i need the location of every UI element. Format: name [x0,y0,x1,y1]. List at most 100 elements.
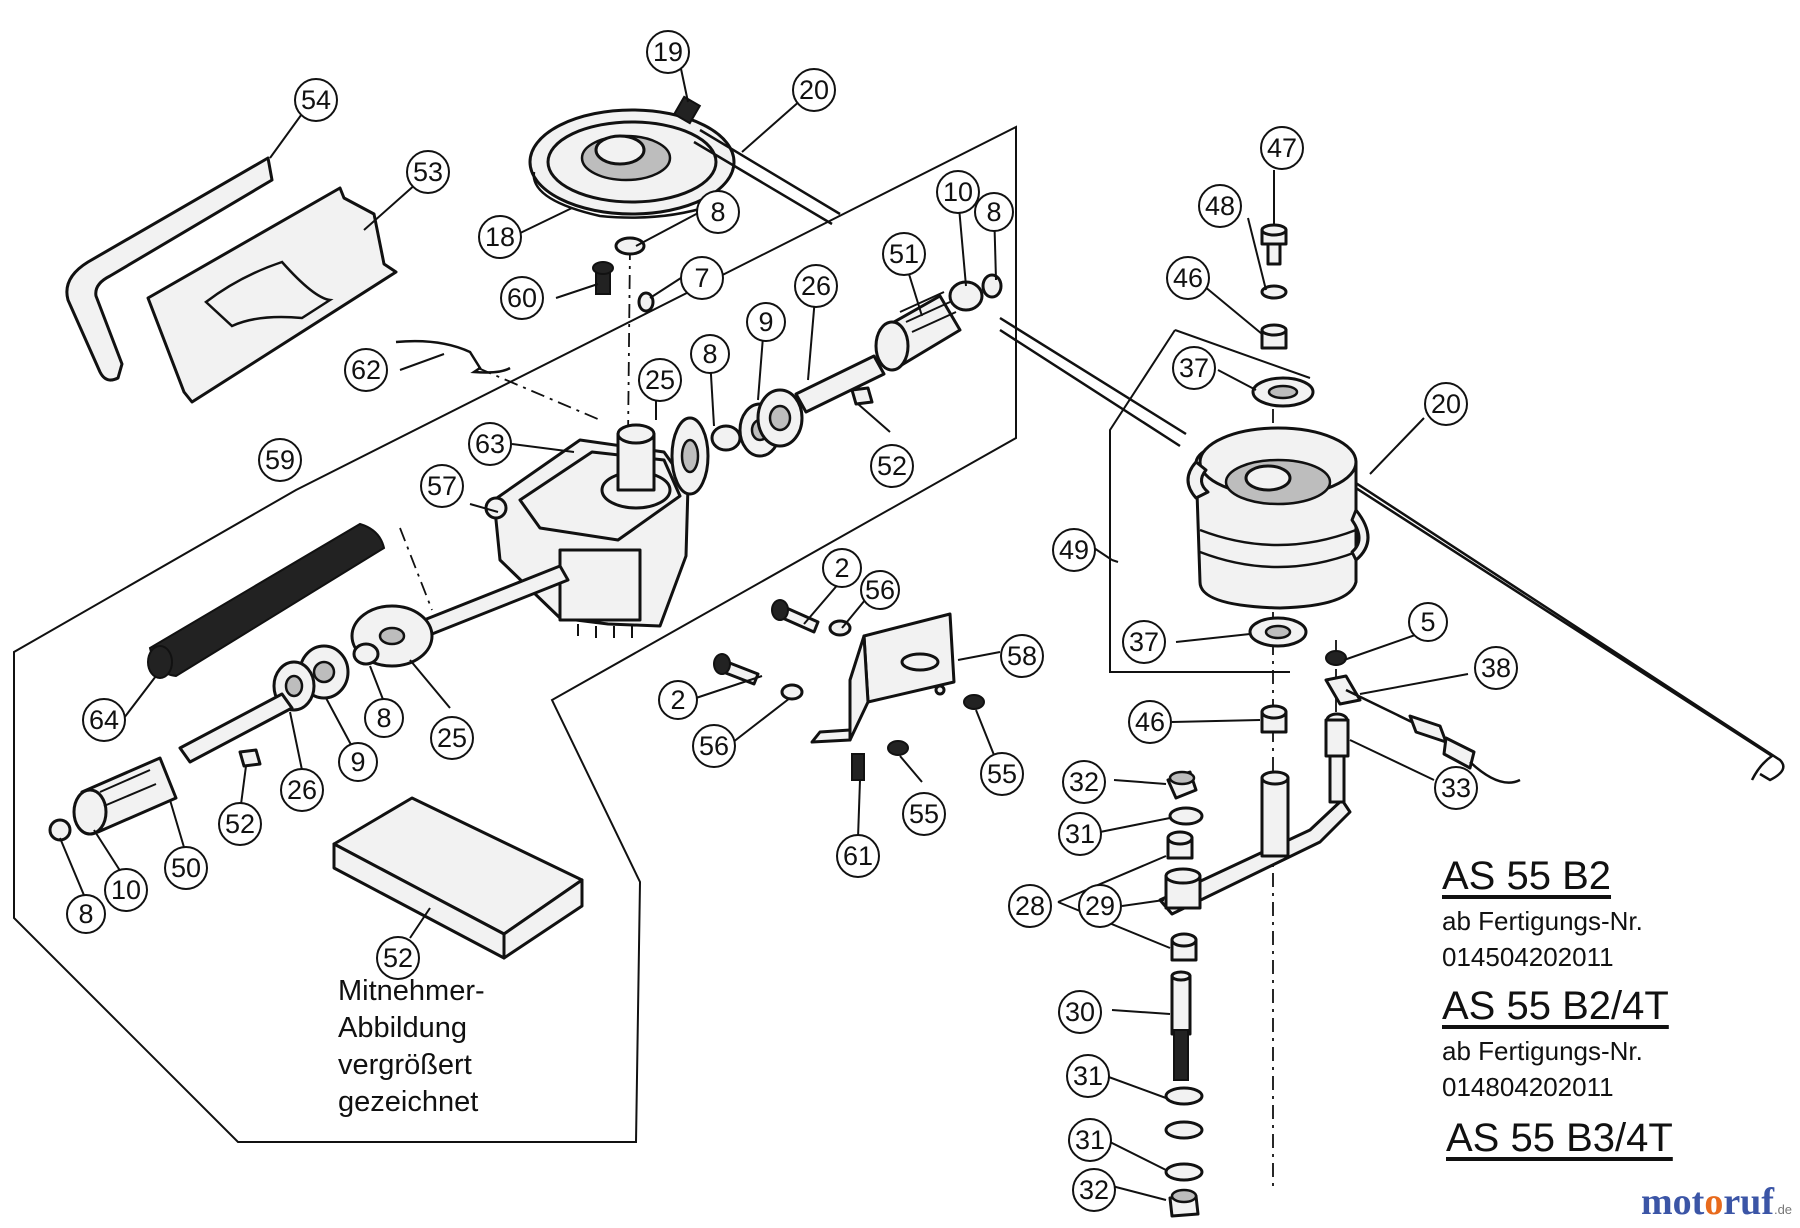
callout-bubble: 8 [364,698,404,738]
callout-bubble: 46 [1128,700,1172,744]
callout-number: 52 [383,943,413,973]
callout-number: 61 [843,841,873,871]
set-screw-19 [672,95,702,125]
callout-bubble: 51 [882,232,926,276]
bolts-and-washers [713,599,985,781]
callout-number: 46 [1135,707,1165,737]
callout-bubble: 29 [1078,884,1122,928]
model-serial-label: ab Fertigungs-Nr. [1442,1036,1643,1066]
callout-bubble: 10 [104,868,148,912]
callout-number: 18 [485,222,515,252]
note-line: gezeichnet [338,1086,479,1118]
center-line [399,527,433,611]
callout-number: 2 [670,685,685,715]
drive-belt-top [693,128,841,226]
callout-number: 8 [376,703,391,733]
nut-32-bottom [1168,1188,1200,1218]
callout-number: 2 [834,553,849,583]
bushing-28-b [1170,932,1198,962]
enlarged-note: Mitnehmer- Abbildung vergrößert gezeichn… [338,973,485,1121]
watermark-part: o [1704,1181,1724,1223]
cover-plate [146,186,398,404]
clip-7 [637,291,655,313]
callout-number: 56 [699,731,729,761]
callout-number: 20 [1431,389,1461,419]
callout-bubble: 31 [1068,1118,1112,1162]
callout-bubble: 18 [478,215,522,259]
bearing-37-top [1251,376,1315,408]
callout-bubble: 32 [1062,760,1106,804]
callout-number: 8 [702,339,717,369]
model-serial-number: 014504202011 [1442,942,1614,972]
callout-bubble: 32 [1072,1168,1116,1212]
washer-31-b [1164,1086,1204,1106]
bushing-28-a [1166,830,1194,860]
screw-60 [592,261,614,295]
callout-number: 31 [1065,819,1095,849]
enlarged-key [332,796,584,960]
gearbox-housing [484,423,690,638]
callout-number: 52 [225,809,255,839]
callout-number: 19 [653,37,683,67]
seal-25-upper [670,416,710,496]
note-line: Mitnehmer- [338,975,485,1007]
washer-31-c [1164,1120,1204,1140]
callout-number: 64 [89,705,119,735]
callout-number: 37 [1179,353,1209,383]
callout-number: 9 [350,747,365,777]
callout-bubble: 47 [1260,126,1304,170]
cap-screw-47 [1260,223,1288,266]
upper-shaft-group [710,273,1003,458]
callout-bubble: 53 [406,150,450,194]
callout-bubble: 48 [1198,184,1242,228]
callout-bubble: 8 [974,192,1014,232]
callout-bubble: 2 [822,548,862,588]
bracket [810,612,956,744]
callout-bubble: 62 [344,348,388,392]
callout-number: 31 [1073,1061,1103,1091]
callout-number: 46 [1173,263,1203,293]
callout-bubble: 9 [338,742,378,782]
model-name: AS 55 B2 [1442,854,1612,898]
idler-pulley [1186,426,1370,610]
callout-number: 55 [909,799,939,829]
callout-number: 47 [1267,133,1297,163]
drive-belt-long [999,316,1785,782]
washer-48 [1260,284,1288,300]
callout-number: 54 [301,85,331,115]
model-block-1: AS 55 B2 ab Fertigungs-Nr. 014504202011 [1442,854,1643,975]
callout-bubble: 37 [1172,346,1216,390]
bolt-30 [1170,970,1192,1081]
spacer-46-top [1260,323,1288,350]
watermark-part: ruf [1723,1181,1774,1223]
callout-number: 7 [694,263,709,293]
callout-bubble: 25 [430,716,474,760]
model-name: AS 55 B2/4T [1442,984,1669,1028]
washer-31-d [1164,1162,1204,1182]
callout-number: 10 [111,875,141,905]
watermark-suffix: .de [1773,1202,1793,1217]
callout-bubble: 56 [692,724,736,768]
callout-number: 38 [1481,653,1511,683]
callout-bubble: 49 [1052,528,1096,572]
spacer-46-bottom [1260,704,1288,734]
callout-number: 50 [171,853,201,883]
callout-bubble: 5 [1408,602,1448,642]
callout-number: 26 [801,271,831,301]
callout-number: 8 [710,197,725,227]
spacer-29 [1164,867,1202,910]
callout-bubble: 50 [164,846,208,890]
washer-31-a [1168,806,1204,826]
callout-bubble: 10 [936,170,980,214]
callout-number: 10 [943,177,973,207]
callout-bubble: 19 [646,30,690,74]
callout-number: 5 [1420,607,1435,637]
callout-number: 49 [1059,535,1089,565]
washer-8-top [614,236,646,256]
callout-bubble: 20 [1424,382,1468,426]
callout-bubble: 52 [870,444,914,488]
leader-lines [59,63,1469,1201]
model-block-3: AS 55 B3/4T [1446,1116,1673,1161]
callout-bubble: 28 [1008,884,1052,928]
